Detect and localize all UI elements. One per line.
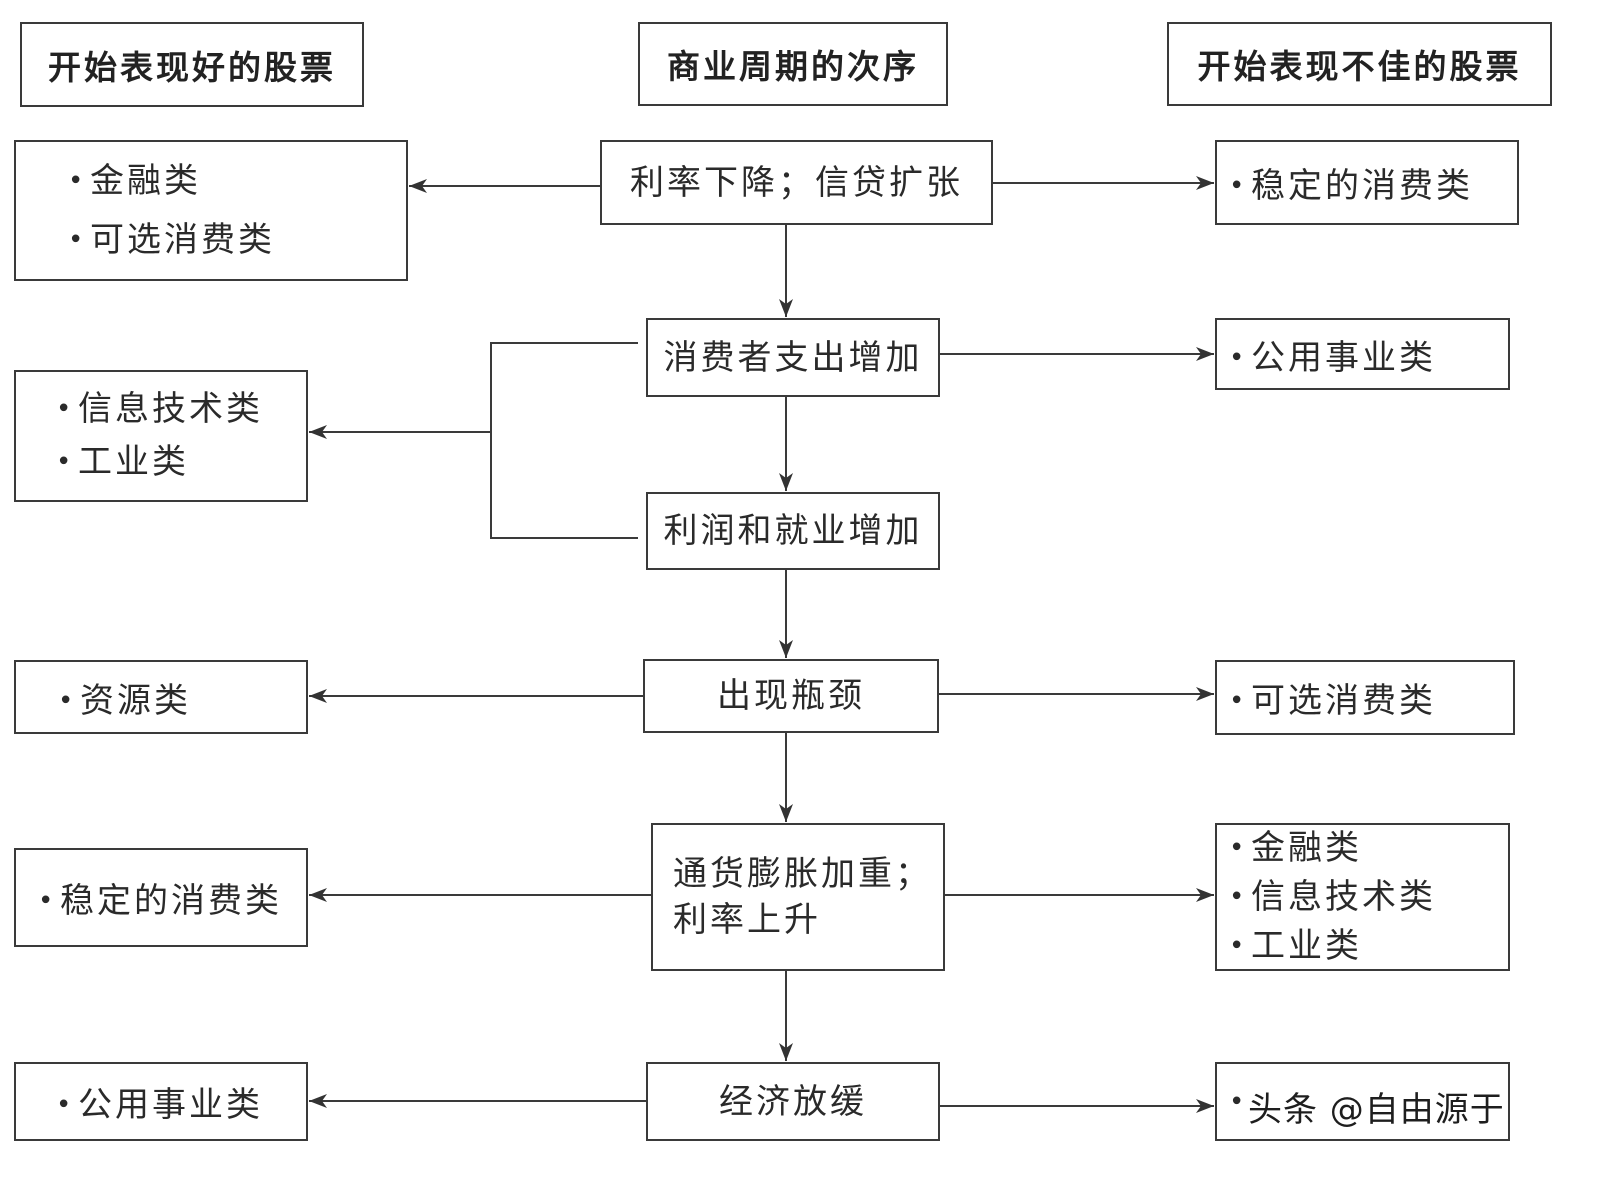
underperform-box-4: 金融类 信息技术类 工业类 (1215, 823, 1510, 971)
header-cycle-sequence: 商业周期的次序 (638, 22, 948, 106)
watermark: 头条 @自由源于 (1248, 1090, 1505, 1130)
cycle-step-4: 出现瓶颈 (643, 659, 939, 733)
list-item: 公用事业类 (1229, 330, 1436, 379)
underperform-box-1: 稳定的消费类 (1215, 140, 1519, 225)
bullet-icon: • (1229, 1086, 1248, 1117)
cycle-step-text: 消费者支出增加 (663, 337, 923, 378)
cycle-step-5: 通货膨胀加重； 利率上升 (651, 823, 945, 971)
bracket-steps-2-3 (490, 342, 638, 539)
outperform-box-5: 公用事业类 (14, 1062, 308, 1141)
header-underperform-text: 开始表现不佳的股票 (1197, 47, 1522, 86)
cycle-step-text: 利率下降；信贷扩张 (630, 162, 963, 203)
cycle-step-text: 出现瓶颈 (717, 676, 865, 716)
cycle-step-6: 经济放缓 (646, 1062, 940, 1141)
list-item: 公用事业类 (56, 1077, 263, 1126)
list-item: 可选消费类 (68, 211, 275, 270)
header-outperform: 开始表现好的股票 (20, 22, 364, 107)
cycle-step-3: 利润和就业增加 (646, 492, 940, 570)
outperform-box-2: 信息技术类 工业类 (14, 370, 308, 502)
list-item: 信息技术类 (56, 383, 263, 436)
cycle-step-text-line-1: 通货膨胀加重； (673, 854, 932, 894)
outperform-box-1: 金融类 可选消费类 (14, 140, 408, 281)
list-item: 工业类 (1229, 922, 1362, 971)
outperform-box-3: 资源类 (14, 660, 308, 734)
underperform-box-5: • (1215, 1062, 1510, 1141)
header-outperform-text: 开始表现好的股票 (48, 47, 336, 87)
underperform-box-2: 公用事业类 (1215, 318, 1510, 390)
list-item: 资源类 (58, 673, 191, 722)
cycle-step-text-line-2: 利率上升 (673, 900, 821, 940)
outperform-box-4: 稳定的消费类 (14, 848, 308, 947)
cycle-step-2: 消费者支出增加 (646, 318, 940, 397)
list-item: 金融类 (68, 152, 201, 211)
list-item: 稳定的消费类 (1229, 158, 1473, 207)
list-item: 工业类 (56, 436, 189, 489)
list-item: 可选消费类 (1229, 673, 1436, 722)
list-item: 金融类 (1229, 824, 1362, 873)
cycle-step-1: 利率下降；信贷扩张 (600, 140, 993, 225)
list-item: 信息技术类 (1229, 873, 1436, 922)
cycle-step-text: 经济放缓 (719, 1081, 867, 1122)
underperform-box-3: 可选消费类 (1215, 660, 1515, 735)
header-underperform: 开始表现不佳的股票 (1167, 22, 1552, 106)
list-item: 稳定的消费类 (38, 873, 282, 922)
cycle-step-text: 利润和就业增加 (663, 511, 923, 551)
header-cycle-sequence-text: 商业周期的次序 (667, 47, 919, 86)
